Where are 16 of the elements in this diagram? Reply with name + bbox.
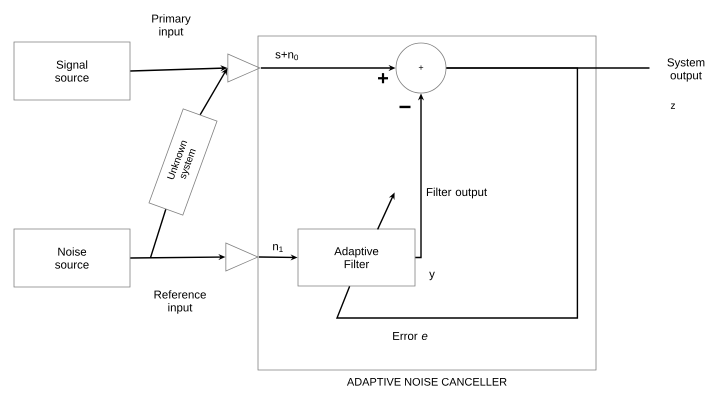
source-box: Signal source: [14, 42, 130, 100]
output-text: System output: [667, 58, 704, 82]
box-heading: ADAPTIVE NOISE CANCELLER: [346, 378, 507, 386]
edge-label: Error e: [393, 332, 428, 340]
variable-label: z: [670, 104, 675, 109]
variable-label: y: [429, 272, 435, 280]
filter-box: Adaptive Filter: [298, 228, 416, 286]
summing-junction: +: [396, 42, 446, 94]
edge-label: Primary input: [152, 14, 191, 38]
edge-label: s+n$_{0}$: [275, 52, 298, 60]
edge-label: Reference input: [154, 290, 206, 314]
sign-label: +: [378, 73, 388, 84]
edge-label: Filter output: [426, 188, 488, 198]
source-box: Noise source: [14, 228, 130, 288]
edge-label: n$_{1}$: [273, 244, 283, 252]
sign-label: −: [400, 106, 410, 108]
